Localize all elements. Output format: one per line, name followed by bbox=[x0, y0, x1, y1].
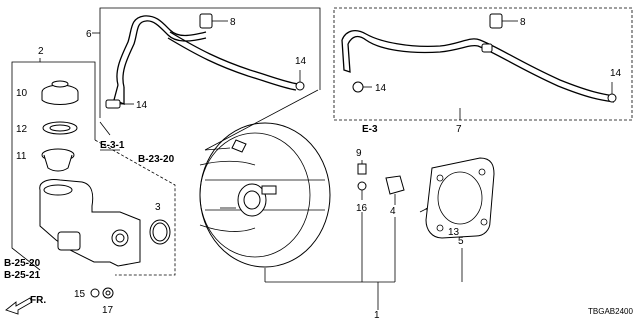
callout-14c: 14 bbox=[375, 83, 387, 94]
callout-2: 2 bbox=[38, 46, 44, 57]
callout-13: 13 bbox=[448, 227, 460, 238]
callout-14d: 14 bbox=[610, 68, 622, 79]
callout-10: 10 bbox=[16, 88, 28, 99]
callout-9: 9 bbox=[356, 148, 362, 159]
hose-group-box-7 bbox=[333, 7, 633, 121]
callout-3: 3 bbox=[155, 202, 161, 213]
callout-7: 7 bbox=[456, 124, 462, 135]
master-cylinder-group bbox=[11, 58, 176, 299]
ref-e-3-1[interactable]: E-3-1 bbox=[100, 140, 125, 151]
callout-6: 6 bbox=[86, 29, 92, 40]
callout-8b: 8 bbox=[520, 17, 526, 28]
ref-e-3[interactable]: E-3 bbox=[362, 124, 378, 135]
callout-14a: 14 bbox=[295, 56, 307, 67]
brake-booster bbox=[199, 122, 395, 310]
callout-14b: 14 bbox=[136, 100, 148, 111]
ref-b-25-21[interactable]: B-25-21 bbox=[4, 270, 41, 281]
callout-15: 15 bbox=[74, 289, 86, 300]
fr-label: FR. bbox=[30, 295, 46, 306]
callout-17: 17 bbox=[102, 305, 114, 316]
front-direction-arrow bbox=[5, 297, 33, 315]
callout-11: 11 bbox=[16, 151, 27, 162]
ref-b-23-20[interactable]: B-23-20 bbox=[138, 154, 175, 165]
callout-12: 12 bbox=[16, 124, 28, 135]
callout-16: 16 bbox=[356, 203, 368, 214]
callout-1: 1 bbox=[374, 310, 380, 320]
ref-b-25-20[interactable]: B-25-20 bbox=[4, 258, 41, 269]
callout-5: 5 bbox=[458, 236, 464, 247]
callout-4: 4 bbox=[390, 206, 396, 217]
diagram-code: TBGAB2400 bbox=[588, 307, 633, 316]
hose-group-box-6 bbox=[92, 7, 321, 118]
small-parts bbox=[99, 89, 495, 282]
callout-8a: 8 bbox=[230, 17, 236, 28]
